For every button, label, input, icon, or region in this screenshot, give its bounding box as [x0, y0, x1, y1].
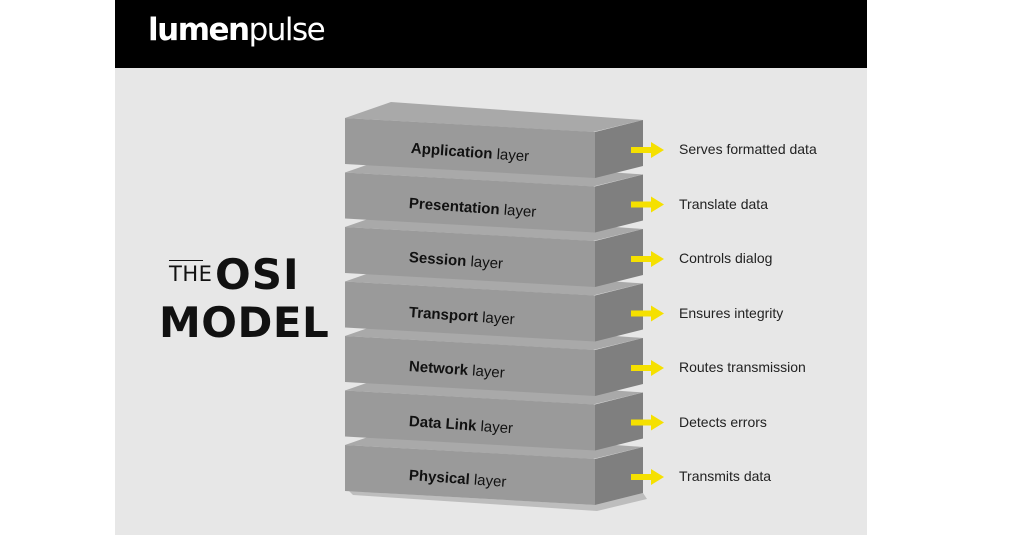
layer-description: Ensures integrity [679, 304, 784, 321]
logo-rest-part: pulse [248, 12, 326, 48]
logo-bold-part: lumen [148, 12, 250, 48]
layer-side-face [595, 283, 643, 342]
arrow-icon [631, 305, 664, 322]
arrow-icon [631, 360, 664, 376]
layer-description: Detects errors [679, 413, 767, 430]
lumenpulse-logo: lumenpulse [148, 12, 326, 48]
brand-header-bar: lumenpulse [115, 0, 867, 68]
layer-front-face [345, 172, 595, 233]
layer-top-face [345, 102, 643, 132]
layer-description: Routes transmission [679, 359, 806, 375]
layer-description: Controls dialog [679, 250, 773, 266]
arrow-icon [631, 196, 664, 213]
layer-description: Translate data [679, 195, 768, 212]
layer-block-transport [345, 265, 664, 342]
stack-shadow [349, 491, 647, 511]
arrow-icon [631, 469, 664, 485]
layer-front-face [345, 227, 595, 287]
title-osi-word: OSI [215, 250, 300, 299]
title-model-word: MODEL [159, 298, 330, 347]
layer-side-face [595, 174, 643, 233]
layer-front-face [345, 281, 595, 342]
title-overline [169, 260, 203, 261]
arrow-icon [631, 251, 664, 267]
layer-front-face [345, 390, 595, 451]
layer-side-face [595, 229, 643, 287]
layer-side-face [595, 120, 643, 178]
layer-description: Transmits data [679, 468, 772, 484]
arrow-icon [631, 142, 664, 158]
layer-side-face [595, 338, 643, 396]
layer-side-face [595, 392, 643, 451]
layer-description: Serves formatted data [679, 141, 817, 157]
layer-front-face [345, 118, 595, 178]
title-the-word: THE [169, 262, 213, 286]
layer-suffix: layer [491, 145, 530, 166]
layer-front-face [345, 336, 595, 396]
layer-block-application [345, 102, 664, 178]
arrow-icon [631, 414, 664, 431]
layer-side-face [595, 447, 643, 505]
layer-front-face [345, 445, 595, 505]
